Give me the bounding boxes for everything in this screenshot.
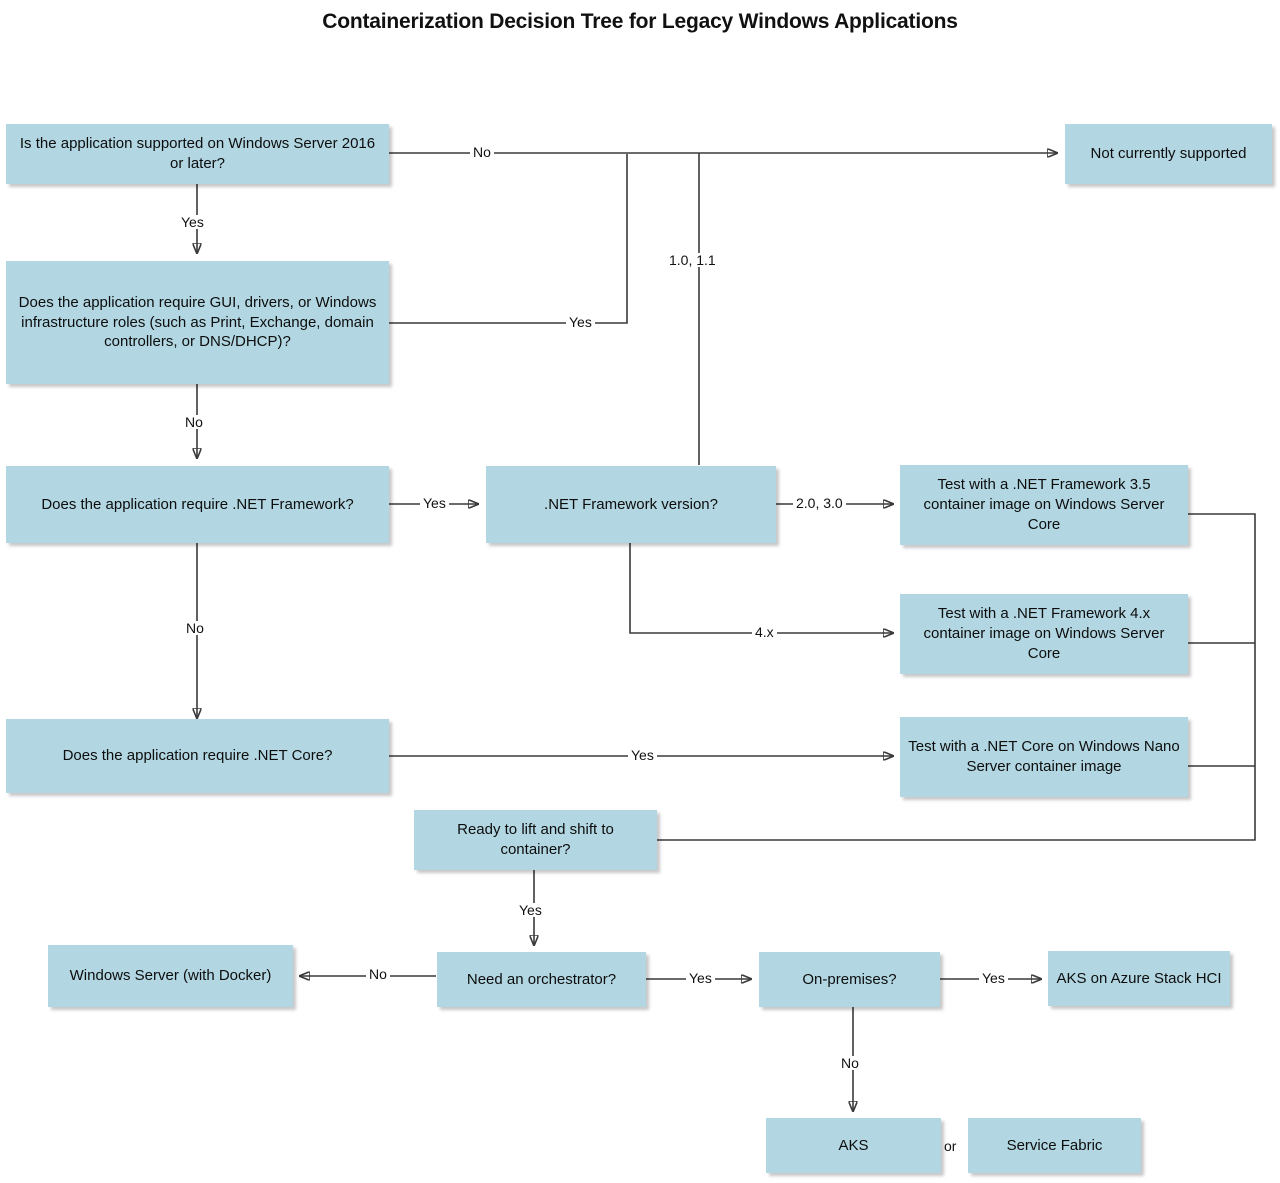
- edge-label-onprem-yes: Yes: [979, 971, 1008, 985]
- edge-label-netfx-yes: Yes: [420, 496, 449, 510]
- node-q-supported[interactable]: Is the application supported on Windows …: [6, 124, 389, 184]
- or-connector-label: or: [944, 1138, 957, 1154]
- edge-label-version-1-0-1-1: 1.0, 1.1: [666, 253, 719, 267]
- node-aks-on-azure-stack-hci[interactable]: AKS on Azure Stack HCI: [1048, 951, 1230, 1006]
- page-title: Containerization Decision Tree for Legac…: [322, 10, 958, 33]
- edge-label-lift-yes: Yes: [516, 903, 545, 917]
- node-aks[interactable]: AKS: [766, 1118, 941, 1173]
- edge-label-version-2-0-3-0: 2.0, 3.0: [793, 496, 846, 510]
- node-q-dotnet-core[interactable]: Does the application require .NET Core?: [6, 719, 389, 793]
- node-test-netfx-4x[interactable]: Test with a .NET Framework 4.x container…: [900, 594, 1188, 674]
- edge-label-orchestrator-no: No: [366, 967, 390, 981]
- node-windows-server-docker[interactable]: Windows Server (with Docker): [48, 945, 293, 1007]
- node-q-dotnet-framework-version[interactable]: .NET Framework version?: [486, 466, 776, 543]
- edge-label-netcore-yes: Yes: [628, 748, 657, 762]
- node-service-fabric[interactable]: Service Fabric: [968, 1118, 1141, 1173]
- node-q-dotnet-framework[interactable]: Does the application require .NET Framew…: [6, 466, 389, 543]
- edge-label-orchestrator-yes: Yes: [686, 971, 715, 985]
- edge-label-gui-no: No: [182, 415, 206, 429]
- edge-label-gui-yes: Yes: [566, 315, 595, 329]
- edge-label-supported-yes: Yes: [178, 215, 207, 229]
- node-test-netfx-35[interactable]: Test with a .NET Framework 3.5 container…: [900, 465, 1188, 545]
- edge-label-netfx-no: No: [183, 621, 207, 635]
- edge-label-version-4-x: 4.x: [752, 625, 777, 639]
- node-q-on-premises[interactable]: On-premises?: [759, 952, 940, 1007]
- node-q-need-orchestrator[interactable]: Need an orchestrator?: [437, 952, 646, 1007]
- node-test-netcore-nano[interactable]: Test with a .NET Core on Windows Nano Se…: [900, 717, 1188, 797]
- edge-label-onprem-no: No: [838, 1056, 862, 1070]
- node-q-lift-and-shift[interactable]: Ready to lift and shift to container?: [414, 810, 657, 870]
- edge-label-supported-no: No: [470, 145, 494, 159]
- node-q-gui-drivers-roles[interactable]: Does the application require GUI, driver…: [6, 261, 389, 384]
- node-not-currently-supported[interactable]: Not currently supported: [1065, 124, 1272, 184]
